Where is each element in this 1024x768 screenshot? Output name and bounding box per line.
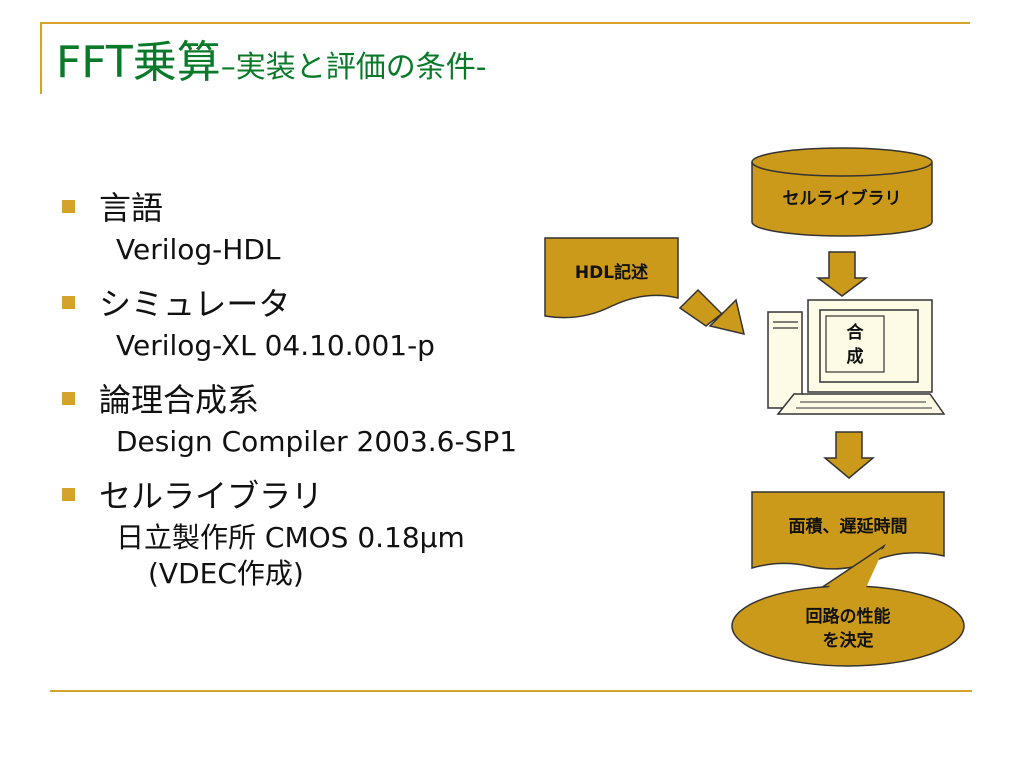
bullet-square-icon xyxy=(62,199,75,213)
down-arrow-icon xyxy=(815,251,869,297)
title-main: FFT乗算 xyxy=(56,37,221,88)
bullet-label: 論理合成系 xyxy=(99,381,260,419)
decision-callout xyxy=(731,543,965,667)
page-title: FFT乗算–実装と評価の条件- xyxy=(56,26,487,90)
bullet-detail: Verilog-HDL xyxy=(116,233,281,266)
decision-label-line1: 回路の性能 xyxy=(805,607,891,627)
bullet-detail: (VDEC作成) xyxy=(148,557,304,590)
cell-library-label: セルライブラリ xyxy=(782,189,902,209)
bullet-detail: Design Compiler 2003.6-SP1 xyxy=(116,425,518,458)
bullet-label: セルライブラリ xyxy=(99,477,324,515)
computer-icon xyxy=(767,299,946,415)
footer-rule xyxy=(50,690,972,692)
bullet-list: 言語 Verilog-HDL シミュレータ Verilog-XL 04.10.0… xyxy=(62,180,622,592)
bullet-item: シミュレータ Verilog-XL 04.10.001-p xyxy=(62,276,622,364)
result-label: 面積、遅延時間 xyxy=(788,517,908,537)
bullet-label: 言語 xyxy=(99,189,164,227)
synthesis-label-top: 合 xyxy=(846,323,864,343)
hdl-label: HDL記述 xyxy=(574,263,649,283)
bullet-item: 論理合成系 Design Compiler 2003.6-SP1 xyxy=(62,372,622,460)
bullet-label: シミュレータ xyxy=(99,285,291,323)
decision-label-line2: を決定 xyxy=(822,631,874,651)
header-rule-top xyxy=(40,22,970,24)
bullet-item: 言語 Verilog-HDL xyxy=(62,180,622,268)
cell-library-cylinder xyxy=(751,147,933,237)
bullet-detail: Verilog-XL 04.10.001-p xyxy=(116,329,435,362)
down-arrow-icon xyxy=(822,431,876,479)
bullet-item: セルライブラリ 日立製作所 CMOS 0.18μm (VDEC作成) xyxy=(62,468,622,592)
bullet-square-icon xyxy=(62,487,75,501)
bullet-square-icon xyxy=(62,391,75,405)
right-arrow-icon xyxy=(678,288,746,336)
title-sub: –実装と評価の条件- xyxy=(220,50,487,85)
synthesis-label-bottom: 成 xyxy=(846,347,864,367)
hdl-document-shape xyxy=(544,237,679,319)
bullet-detail: 日立製作所 CMOS 0.18μm xyxy=(116,521,465,554)
header-rule-left xyxy=(40,22,42,94)
result-document-shape xyxy=(751,491,945,570)
bullet-square-icon xyxy=(62,295,75,309)
